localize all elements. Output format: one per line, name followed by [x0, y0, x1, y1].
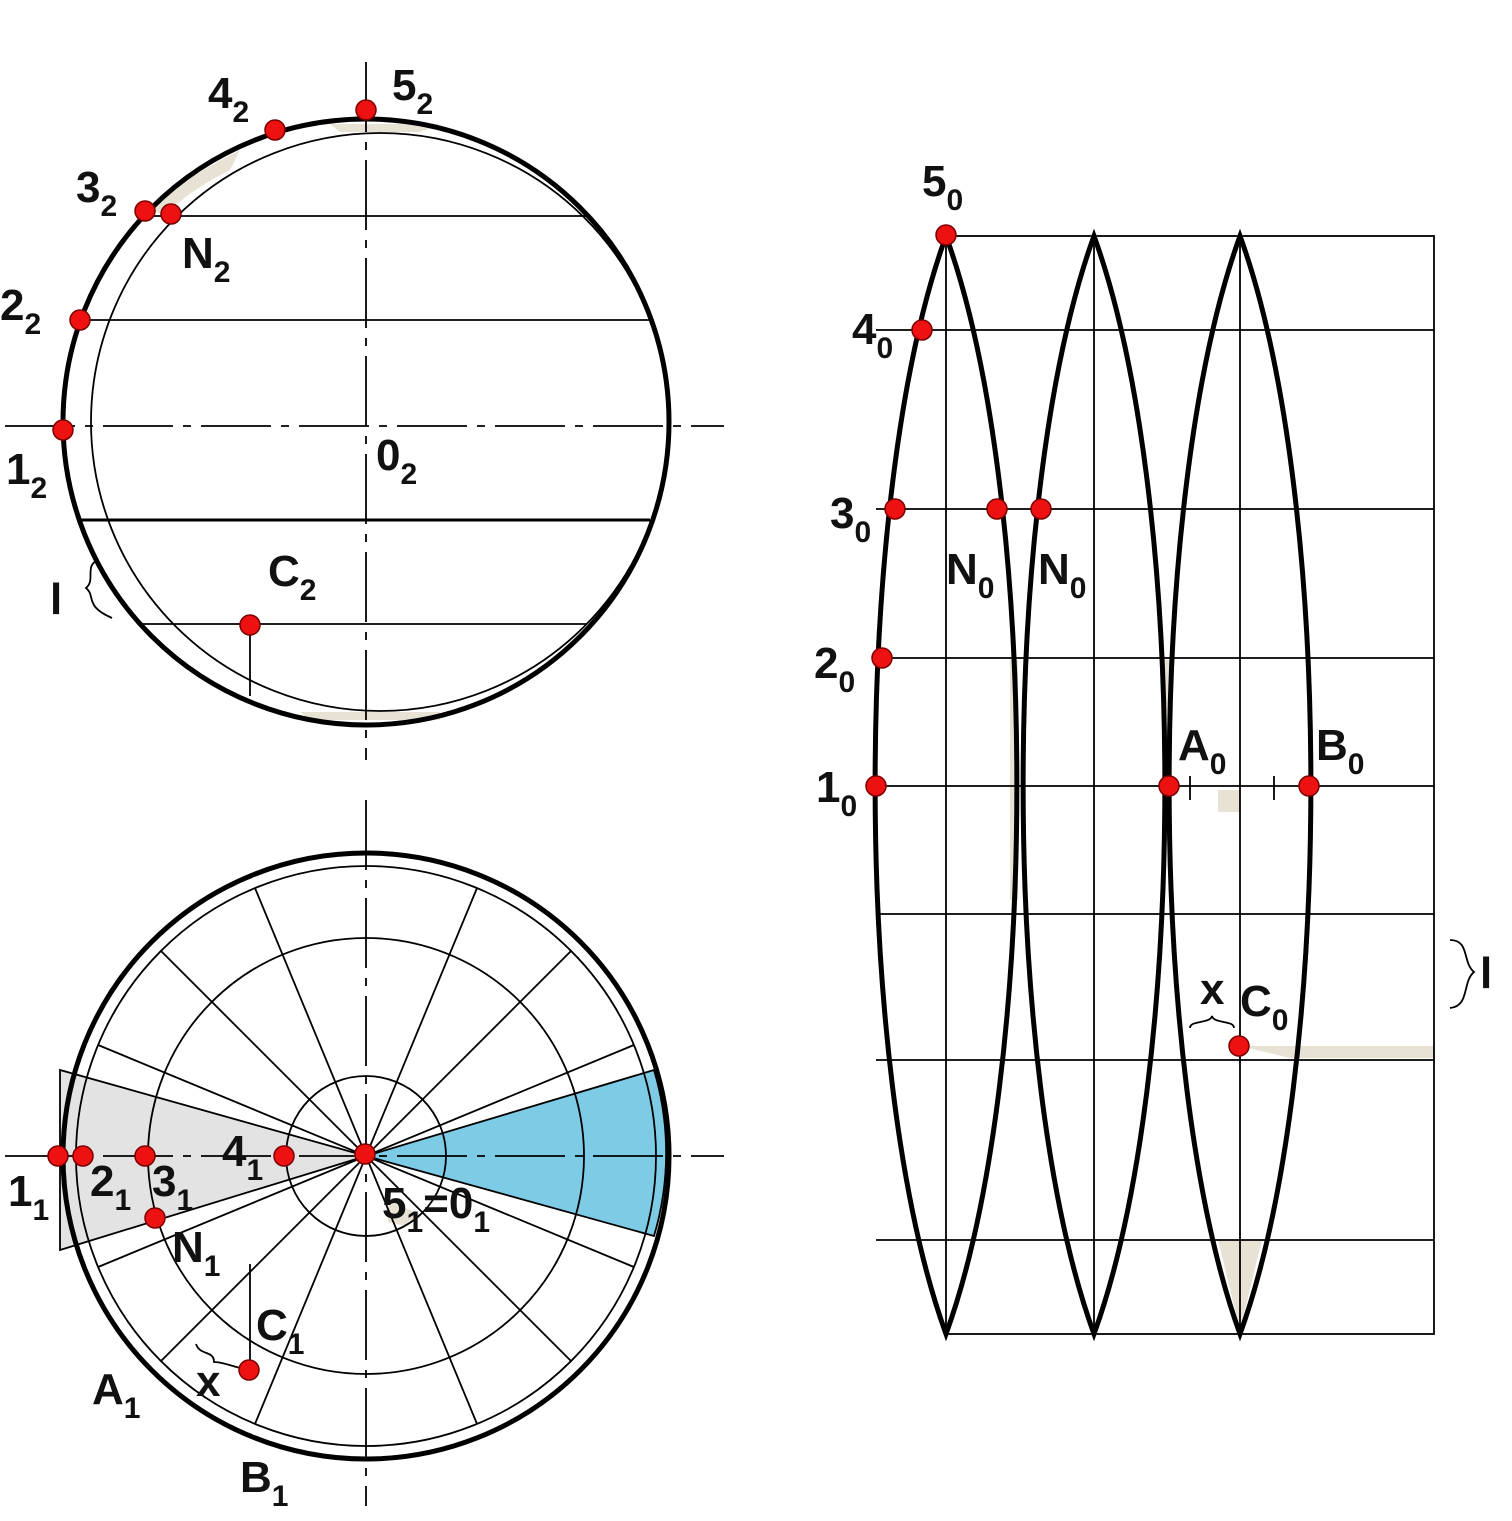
label-2-2: 22 — [0, 281, 41, 341]
label-1-0: 10 — [816, 763, 857, 823]
top-beige-small — [386, 1200, 420, 1226]
meridian-line — [365, 1155, 572, 1362]
front-beige-top — [330, 124, 440, 132]
meridian-line — [254, 887, 367, 1157]
top-x-brace — [195, 1343, 241, 1369]
point-c-0 — [1228, 1035, 1250, 1057]
gore-outline — [872, 228, 1020, 1342]
label-3-1: 31 — [152, 1157, 193, 1217]
label-n-0a: N0 — [946, 545, 994, 605]
gore-outline — [1166, 228, 1314, 1342]
meridian-line — [365, 1044, 635, 1157]
point-3-2 — [134, 200, 156, 222]
meridian-line — [97, 1155, 367, 1268]
point-b-0 — [1298, 775, 1320, 797]
point-n-0b — [1030, 498, 1052, 520]
point-4-1 — [273, 1145, 295, 1167]
top-view — [5, 800, 724, 1506]
meridian-line — [365, 950, 572, 1157]
points — [47, 99, 1320, 1381]
dev-l-brace — [1449, 939, 1476, 1009]
point-4-2 — [264, 119, 286, 141]
front-beige-left — [150, 150, 240, 215]
point-n-0a — [986, 498, 1008, 520]
label-c-2: C2 — [268, 547, 316, 607]
label-1-2: 12 — [6, 445, 47, 505]
point-n-2 — [160, 203, 182, 225]
label-2-0: 20 — [814, 639, 855, 699]
point-2-2 — [69, 309, 91, 331]
point-c-2 — [239, 614, 261, 636]
label-5-0: 50 — [922, 157, 963, 217]
dev-x-brace — [1189, 1015, 1235, 1029]
meridian-line — [365, 1155, 635, 1268]
label-c-1: C1 — [256, 1301, 304, 1361]
point-3-1 — [134, 1145, 156, 1167]
point-1-1 — [47, 1145, 69, 1167]
front-brace — [84, 559, 113, 619]
label-a-1: A1 — [92, 1365, 140, 1425]
label-5-2: 52 — [392, 61, 433, 121]
point-1-2 — [52, 419, 74, 441]
meridian-line — [97, 1044, 367, 1157]
point-5-2 — [355, 99, 377, 121]
point-5-1 — [354, 1143, 376, 1165]
label-l-right: l — [1480, 949, 1492, 998]
front-beige-bottom — [300, 712, 440, 720]
label-n-0b: N0 — [1038, 545, 1086, 605]
label-b-1: B1 — [240, 1453, 288, 1513]
dev-beige-square — [1218, 790, 1240, 812]
dev-gores — [872, 228, 1314, 1342]
front-inner-circle — [90, 132, 670, 712]
label-3-0: 30 — [830, 489, 871, 549]
gore-outline — [1020, 228, 1168, 1342]
label-x-right: x — [1200, 965, 1225, 1014]
blue-sector — [362, 1068, 668, 1238]
label-4-2: 42 — [208, 69, 249, 129]
label-5-1: 51=01 — [382, 1179, 490, 1239]
point-1-0 — [865, 775, 887, 797]
dev-frame — [945, 235, 1435, 1335]
label-b-0: B0 — [1316, 721, 1364, 781]
label-4-1: 41 — [222, 1127, 263, 1187]
development-view — [872, 228, 1476, 1342]
labels: 42 52 32 N2 22 12 02 C2 l 11 21 31 41 51… — [0, 61, 1492, 1513]
point-a-0 — [1158, 775, 1180, 797]
label-4-0: 40 — [852, 305, 893, 365]
meridian-line — [365, 1155, 478, 1425]
top-meridians — [97, 887, 635, 1425]
label-n-1: N1 — [172, 1223, 220, 1283]
label-2-1: 21 — [90, 1157, 131, 1217]
point-3-0 — [884, 498, 906, 520]
label-c-0: C0 — [1240, 977, 1288, 1037]
point-5-0 — [935, 224, 957, 246]
label-x-bottom: x — [196, 1357, 221, 1406]
label-l-top: l — [50, 575, 62, 624]
dev-grid — [876, 236, 1434, 1334]
point-2-1 — [72, 1145, 94, 1167]
point-c-1 — [238, 1359, 260, 1381]
point-4-0 — [911, 319, 933, 341]
label-n-2: N2 — [182, 229, 230, 289]
label-a-0: A0 — [1178, 721, 1226, 781]
label-1-1: 11 — [8, 1167, 49, 1227]
meridian-line — [160, 950, 367, 1157]
point-n-1 — [144, 1207, 166, 1229]
label-3-2: 32 — [76, 163, 117, 223]
meridian-line — [160, 1155, 367, 1362]
front-view — [5, 62, 724, 760]
label-0-2: 02 — [376, 431, 417, 491]
dev-beige-strip — [1240, 1046, 1434, 1058]
meridian-line — [254, 1155, 367, 1425]
point-2-0 — [871, 647, 893, 669]
meridian-line — [365, 887, 478, 1157]
